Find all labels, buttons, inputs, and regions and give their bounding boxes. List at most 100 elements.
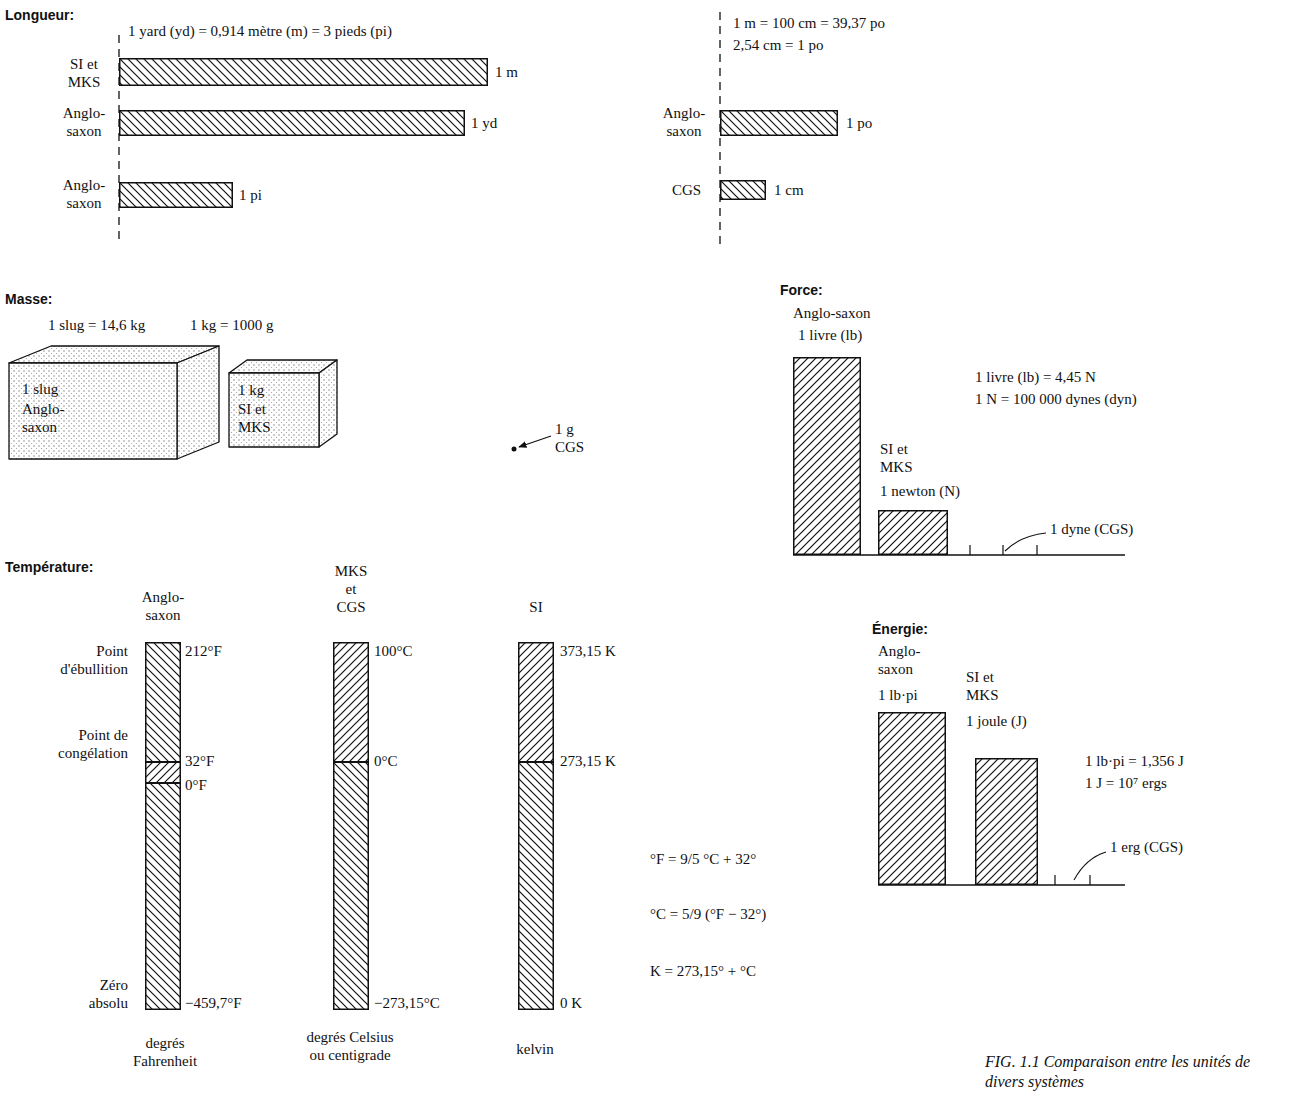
unit-label: 100°C xyxy=(374,642,413,660)
energy-bar: SI et MKS1 joule (J) xyxy=(966,668,1038,885)
row-label: Point d'ébullition xyxy=(38,642,128,678)
unit-label: 1 kg xyxy=(238,381,264,399)
length-bar: Anglo-saxon1 yd xyxy=(56,104,498,140)
unit-label: Anglo-saxon xyxy=(793,304,871,322)
unit-label: kelvin xyxy=(500,1040,570,1058)
temperature-scale: Anglo-saxon212°F32°F0°F−459,7°Fdegrés Fa… xyxy=(118,588,242,1070)
unit-label: Anglo-saxon xyxy=(56,104,112,140)
unit-label: 1 erg (CGS) xyxy=(1110,838,1183,856)
leader-arrow xyxy=(519,436,551,447)
level-line xyxy=(333,761,369,763)
cube-face xyxy=(319,360,337,447)
hatched-bar xyxy=(878,510,948,555)
unit-label: SI et MKS xyxy=(56,55,112,91)
column-outline xyxy=(334,643,369,1010)
mass-cube: 1 slugAnglo-saxon xyxy=(8,345,220,460)
unit-label: 1 pi xyxy=(239,186,262,204)
hatched-bar xyxy=(720,110,838,136)
unit-label: −459,7°F xyxy=(185,994,242,1012)
section-heading: Température: xyxy=(5,558,93,576)
hatched-bar xyxy=(119,110,465,136)
unit-label: 1 g CGS xyxy=(555,420,591,456)
unit-label: Anglo-saxon xyxy=(138,588,188,624)
mass-cube: 1 kgSI et MKS xyxy=(228,359,338,448)
unit-label: 212°F xyxy=(185,642,222,660)
unit-label: MKS et CGS xyxy=(330,562,372,616)
row-label: Zéro absolu xyxy=(68,976,128,1012)
unit-label: −273,15°C xyxy=(374,994,440,1012)
length-bar: SI et MKS 1 m xyxy=(56,55,518,91)
unit-label: 1 po xyxy=(846,114,872,132)
unit-label: SI et MKS xyxy=(238,400,284,436)
unit-label: Anglo-saxon xyxy=(22,400,78,436)
figure-caption: FIG. 1.1 Comparaison entre les unités de… xyxy=(985,1052,1285,1092)
bar-outline xyxy=(120,111,465,136)
unit-label: 32°F xyxy=(185,752,214,770)
force-bar: SI et MKS 1 newton (N) xyxy=(878,440,960,555)
hatch-segment xyxy=(518,762,554,1010)
unit-label: SI xyxy=(516,598,556,616)
column-outline xyxy=(519,643,554,1010)
hatch-segment xyxy=(333,762,369,1010)
bar-outline xyxy=(879,713,946,885)
leader-line xyxy=(1074,852,1106,880)
unit-label: degrés Fahrenheit xyxy=(118,1034,212,1070)
conversion-note: 1 m = 100 cm = 39,37 po xyxy=(733,14,885,32)
unit-label: 1 m xyxy=(495,63,518,81)
hatched-bar xyxy=(793,357,861,555)
conversion-note: 1 yard (yd) = 0,914 mètre (m) = 3 pieds … xyxy=(128,22,392,40)
hatch-segment xyxy=(145,762,181,783)
unit-label: Anglo-saxon xyxy=(656,104,712,140)
bar-outline xyxy=(721,181,766,200)
energy-bar: Anglo-saxon 1 lb·pi xyxy=(878,642,946,885)
unit-label: 1 dyne (CGS) xyxy=(1050,520,1133,538)
section-heading: Masse: xyxy=(5,290,52,308)
leader-line xyxy=(1005,533,1046,551)
unit-label: 1 newton (N) xyxy=(880,482,960,500)
conversion-note: 1 lb·pi = 1,356 J xyxy=(1085,752,1184,770)
length-bar: CGS1 cm xyxy=(672,180,804,200)
unit-label: degrés Celsius ou centigrade xyxy=(300,1028,400,1064)
temperature-column xyxy=(518,642,554,1010)
hatched-bar xyxy=(119,182,233,208)
cube-face xyxy=(9,363,177,459)
unit-label: 273,15 K xyxy=(560,752,616,770)
temperature-column xyxy=(145,642,181,1010)
hatched-bar xyxy=(720,180,766,200)
level-line xyxy=(145,761,181,763)
conversion-note: 1 livre (lb) = 4,45 N xyxy=(975,368,1096,386)
erg-ticks xyxy=(1055,875,1090,885)
bar-outline xyxy=(721,111,838,136)
force-bar: Anglo-saxon 1 livre (lb) xyxy=(793,304,871,555)
level-line xyxy=(518,761,554,763)
unit-label: 0 K xyxy=(560,994,582,1012)
level-line xyxy=(145,782,181,784)
hatched-bar xyxy=(119,58,488,86)
bar-outline xyxy=(120,59,488,86)
temperature-scale: MKS et CGS 100°C 0°C −273,15°C degrés Celsiu… xyxy=(300,562,440,1064)
conversion-note: 1 J = 10⁷ ergs xyxy=(1085,774,1167,792)
bar-outline xyxy=(976,759,1038,885)
hatch-segment xyxy=(518,642,554,762)
bar-outline xyxy=(120,183,233,208)
length-bar: Anglo-saxon 1 pi xyxy=(56,176,262,212)
unit-label: SI et MKS xyxy=(966,668,1010,704)
unit-label: 1 lb·pi xyxy=(878,686,918,704)
column-outline xyxy=(146,643,181,1010)
hatch-segment xyxy=(145,783,181,1010)
hatch-segment xyxy=(333,642,369,762)
cube-face xyxy=(177,346,219,459)
unit-label: 1 cm xyxy=(774,181,804,199)
unit-label: Anglo-saxon xyxy=(878,642,928,678)
dyne-ticks xyxy=(970,545,1037,555)
unit-label: SI et MKS xyxy=(880,440,924,476)
unit-label: Anglo-saxon xyxy=(56,176,112,212)
gram-dot xyxy=(512,447,517,452)
unit-label: 373,15 K xyxy=(560,642,616,660)
hatched-bar xyxy=(975,758,1038,885)
unit-label: 0°C xyxy=(374,752,398,770)
conversion-note: 1 N = 100 000 dynes (dyn) xyxy=(975,390,1137,408)
unit-label: 1 livre (lb) xyxy=(798,326,862,344)
